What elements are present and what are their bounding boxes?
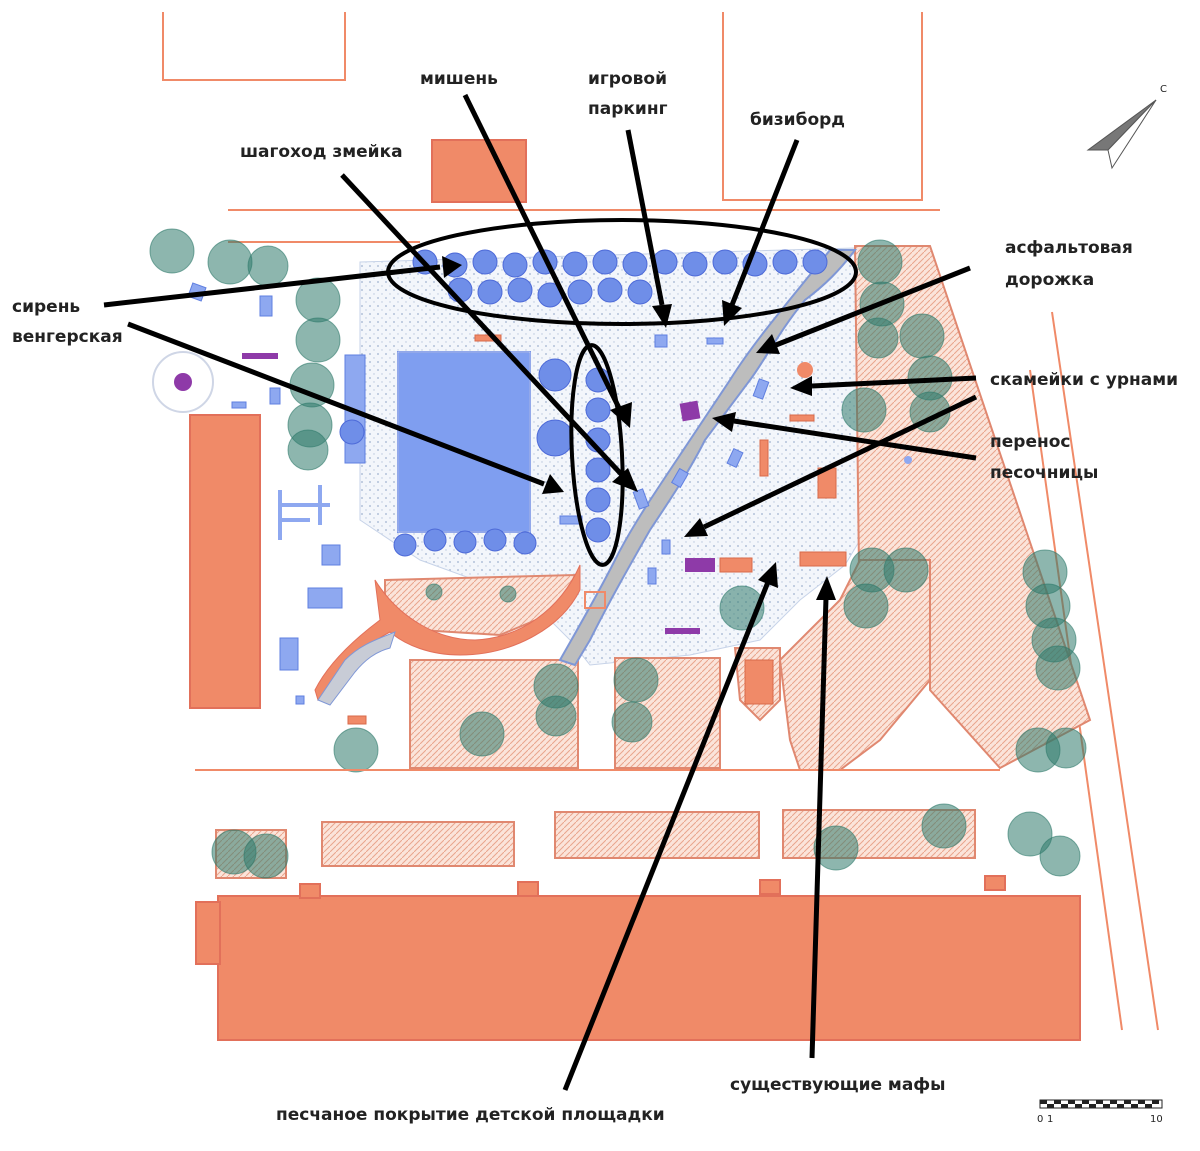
left-building bbox=[189, 414, 261, 709]
bottom-building bbox=[195, 875, 1081, 1041]
label-asphalt-line2: дорожка bbox=[1005, 270, 1094, 290]
trees bbox=[149, 228, 1087, 879]
playground-maf bbox=[584, 334, 912, 705]
annotation-labels: мишень игровой паркинг бизиборд шагоход … bbox=[12, 69, 1178, 1125]
annotation-arrows bbox=[103, 93, 978, 1091]
top-outline-plots bbox=[162, 12, 940, 243]
asphalt-path bbox=[558, 249, 858, 667]
label-benches: скамейки с урнами bbox=[990, 370, 1178, 390]
shrub-column-ellipse bbox=[569, 343, 625, 567]
sports-field bbox=[397, 351, 531, 533]
scale-end: 10 bbox=[1150, 1114, 1163, 1125]
label-game-parking-line2: паркинг bbox=[588, 99, 668, 119]
scale-mid: 1 bbox=[1047, 1114, 1053, 1125]
label-target: мишень bbox=[420, 69, 498, 89]
label-lilac-line1: сирень bbox=[12, 297, 80, 317]
label-sandbox-line1: перенос bbox=[990, 432, 1070, 452]
label-lilac-line2: венгерская bbox=[12, 327, 123, 347]
scale-start: 0 bbox=[1037, 1114, 1043, 1125]
curved-path bbox=[314, 564, 581, 701]
label-game-parking-line1: игровой bbox=[588, 69, 667, 89]
scale-bar: 0 1 10 bbox=[1037, 1099, 1163, 1125]
label-asphalt-line1: асфальтовая bbox=[1005, 238, 1133, 258]
north-arrow-label: С bbox=[1160, 84, 1167, 95]
label-busyboard: бизиборд bbox=[750, 110, 845, 130]
north-arrow: С bbox=[1086, 84, 1167, 170]
label-snake-walker: шагоход змейка bbox=[240, 142, 403, 162]
label-sand-surface: песчаное покрытие детской площадки bbox=[276, 1105, 665, 1125]
label-sandbox-line2: песочницы bbox=[990, 463, 1098, 483]
label-existing-maf: существующие мафы bbox=[730, 1075, 946, 1095]
